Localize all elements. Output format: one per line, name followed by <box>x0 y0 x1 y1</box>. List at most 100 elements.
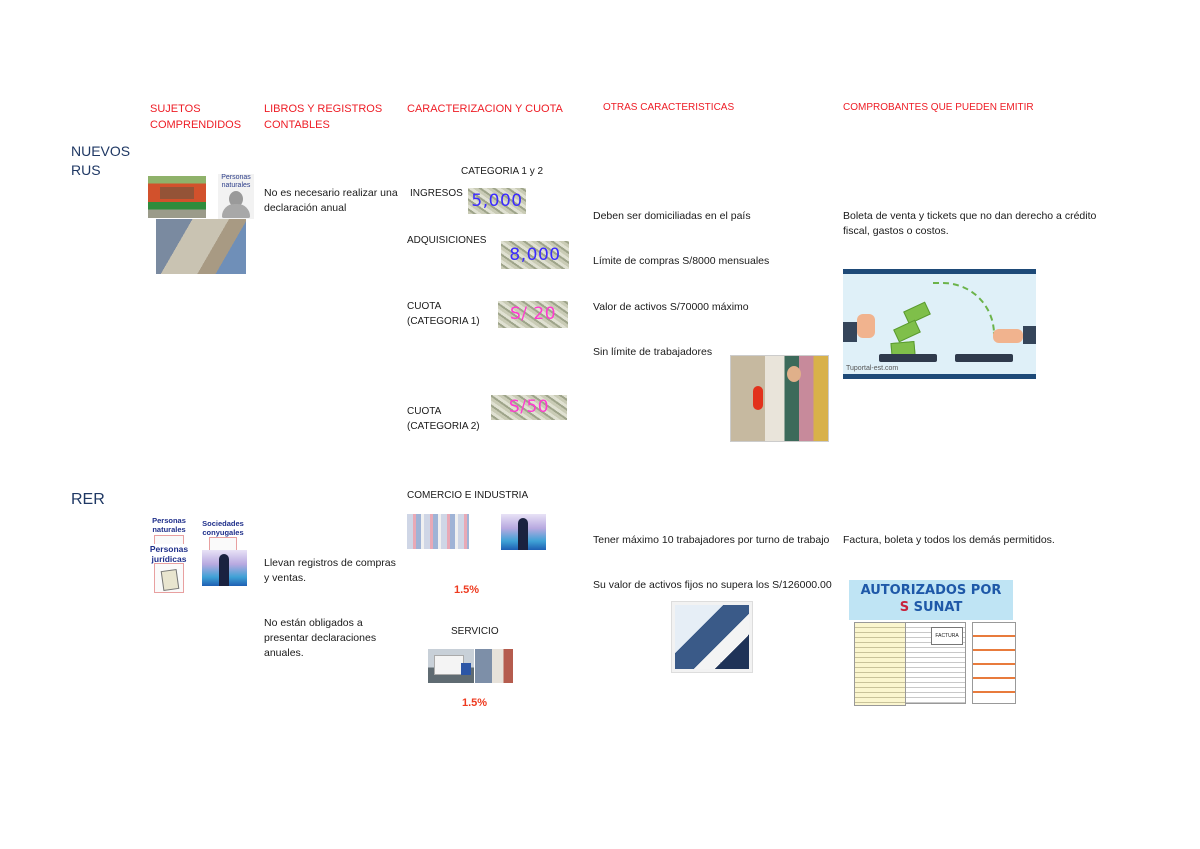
grocer-photo <box>730 355 829 442</box>
personas-naturales-caption: Personas naturales <box>218 174 254 190</box>
sunat-authorized-documents-image: AUTORIZADOS POR S SUNAT FACTURA <box>838 578 1026 708</box>
nuevo-rus-comprobantes-text: Boleta de venta y tickets que no dan der… <box>843 209 1096 239</box>
caption-line1: Personas <box>221 174 251 181</box>
personas-juridicas-frame <box>154 563 184 593</box>
sunat-banner-line2: S SUNAT <box>849 599 1013 616</box>
comprobantes-line1: Boleta de venta y tickets que no dan der… <box>843 210 1097 222</box>
personas-naturales-icon: Personas naturales <box>218 174 254 219</box>
caption-line1: Personas <box>149 544 189 554</box>
thumbs-up-hand-icon <box>857 314 875 338</box>
rer-sociedades-caption: Sociedades conyugales <box>202 519 244 537</box>
otras-item-4: Sin límite de trabajadores <box>593 346 713 358</box>
executive-silhouette-image <box>202 550 247 586</box>
office-team-photo <box>672 602 752 672</box>
libros-line2: presentar declaraciones <box>264 632 377 644</box>
document-icon <box>160 568 180 592</box>
sunat-word: SUNAT <box>913 600 963 615</box>
row-title-rer: RER <box>71 491 105 508</box>
cuota1-money-image: S/ 20 <box>498 301 568 328</box>
header-sujetos-line1: SUJETOS <box>150 103 201 115</box>
servicio-rate: 1.5% <box>462 697 488 709</box>
ingresos-money-image: 5,000 <box>468 188 526 214</box>
cuota1-line2: (CATEGORIA 1) <box>407 316 480 327</box>
servicio-label: SERVICIO <box>451 626 499 637</box>
caption-line2: naturales <box>152 525 186 534</box>
libros-line1: Llevan registros de compras <box>264 557 396 569</box>
header-libros-line2: CONTABLES <box>264 119 330 131</box>
rer-personas-juridicas-caption: Personas jurídicas <box>148 544 190 564</box>
sleeve-right-shape <box>1023 326 1036 344</box>
cuota1-value: S/ 20 <box>509 304 557 324</box>
comercio-label: COMERCIO E INDUSTRIA <box>407 490 529 501</box>
comercio-rate: 1.5% <box>454 584 480 596</box>
sunat-logo-icon: S <box>899 600 910 615</box>
cuota2-money-image: S/50 <box>491 395 567 420</box>
adquisiciones-label: ADQUISICIONES <box>407 235 487 246</box>
truck-photo <box>428 649 474 683</box>
header-libros: LIBROS Y REGISTROS CONTABLES <box>264 101 382 133</box>
cuota2-line2: (CATEGORIA 2) <box>407 421 480 432</box>
adquisiciones-value: 8,000 <box>509 244 561 265</box>
personas-naturales-frame <box>154 535 184 544</box>
header-sujetos-line2: COMPRENDIDOS <box>150 119 242 131</box>
adquisiciones-money-image: 8,000 <box>501 241 569 269</box>
rer-libros-text-1: Llevan registros de compras y ventas. <box>264 556 396 586</box>
factura-sheet: FACTURA <box>904 622 966 704</box>
categoria-label: CATEGORIA 1 y 2 <box>461 166 544 177</box>
orange-receipt-sheet <box>972 622 1016 704</box>
rer-otras-item-2: Su valor de activos fijos no supera los … <box>593 579 832 591</box>
rer-libros-text-2: No están obligados a presentar declaraci… <box>264 616 376 661</box>
tablet-right-shape <box>955 354 1013 362</box>
otras-item-3: Valor de activos S/70000 máximo <box>593 301 749 313</box>
banknote-icon <box>893 319 921 343</box>
person-head-shape <box>229 191 243 207</box>
header-sujetos: SUJETOS COMPRENDIDOS <box>150 101 241 133</box>
otras-item-1: Deben ser domiciliadas en el país <box>593 210 751 222</box>
sleeve-left-shape <box>843 322 857 342</box>
person-body-shape <box>222 204 250 218</box>
header-caracterizacion: CARACTERIZACION Y CUOTA <box>407 103 563 115</box>
caption-line1: Sociedades <box>202 519 244 528</box>
rer-otras-item-1: Tener máximo 10 trabajadores por turno d… <box>593 534 830 546</box>
technician-photo <box>475 649 513 683</box>
caption-line2: conyugales <box>202 528 244 537</box>
row-title-nuevo-rus: NUEVOS RUS <box>71 142 130 180</box>
cuota2-value: S/50 <box>508 397 550 417</box>
cuota2-line1: CUOTA <box>407 406 442 417</box>
carpenter-photo <box>156 219 246 274</box>
rer-comprobantes-text: Factura, boleta y todos los demás permit… <box>843 534 1055 546</box>
libros-line1: No están obligados a <box>264 617 363 629</box>
libros-line3: anuales. <box>264 647 304 659</box>
kiosk-photo <box>148 176 206 218</box>
rer-personas-naturales-caption: Personas naturales <box>150 516 188 534</box>
header-otras: OTRAS CARACTERISTICAS <box>603 102 735 113</box>
cuota1-label: CUOTA (CATEGORIA 1) <box>407 299 480 329</box>
cuota1-line1: CUOTA <box>407 301 442 312</box>
otras-item-2: Límite de compras S/8000 mensuales <box>593 255 770 267</box>
sunat-banner: AUTORIZADOS POR S SUNAT <box>849 580 1013 620</box>
payment-illustration: Tuportal-est.com <box>843 269 1036 379</box>
libros-line1: No es necesario realizar una <box>264 187 398 199</box>
caption-line2: naturales <box>221 182 251 189</box>
ingresos-value: 5,000 <box>471 190 523 211</box>
sociedades-frame <box>209 537 237 552</box>
tablet-left-shape <box>879 354 937 362</box>
executive-silhouette-image <box>501 514 546 550</box>
factura-label: FACTURA <box>931 627 963 645</box>
libros-line2: y ventas. <box>264 572 307 584</box>
nuevo-rus-libros-text: No es necesario realizar una declaración… <box>264 186 398 216</box>
dashed-arc-shape <box>933 282 995 334</box>
comprobantes-line2: fiscal, gastos o costos. <box>843 225 949 237</box>
cuota2-label: CUOTA (CATEGORIA 2) <box>407 404 480 434</box>
caption-line2: jurídicas <box>151 554 187 564</box>
pointing-hand-icon <box>993 329 1023 343</box>
header-libros-line1: LIBROS Y REGISTROS <box>264 103 383 115</box>
store-shelves-photo <box>407 514 469 549</box>
libros-line2: declaración anual <box>264 202 347 214</box>
banknote-icon <box>903 301 931 325</box>
ingresos-label: INGRESOS <box>410 188 463 199</box>
yellow-boleta-sheet <box>854 622 906 706</box>
row-title-line1: NUEVOS <box>71 143 131 159</box>
header-comprobantes: COMPROBANTES QUE PUEDEN EMITIR <box>843 102 1034 113</box>
sunat-banner-line1: AUTORIZADOS POR <box>860 583 1002 598</box>
